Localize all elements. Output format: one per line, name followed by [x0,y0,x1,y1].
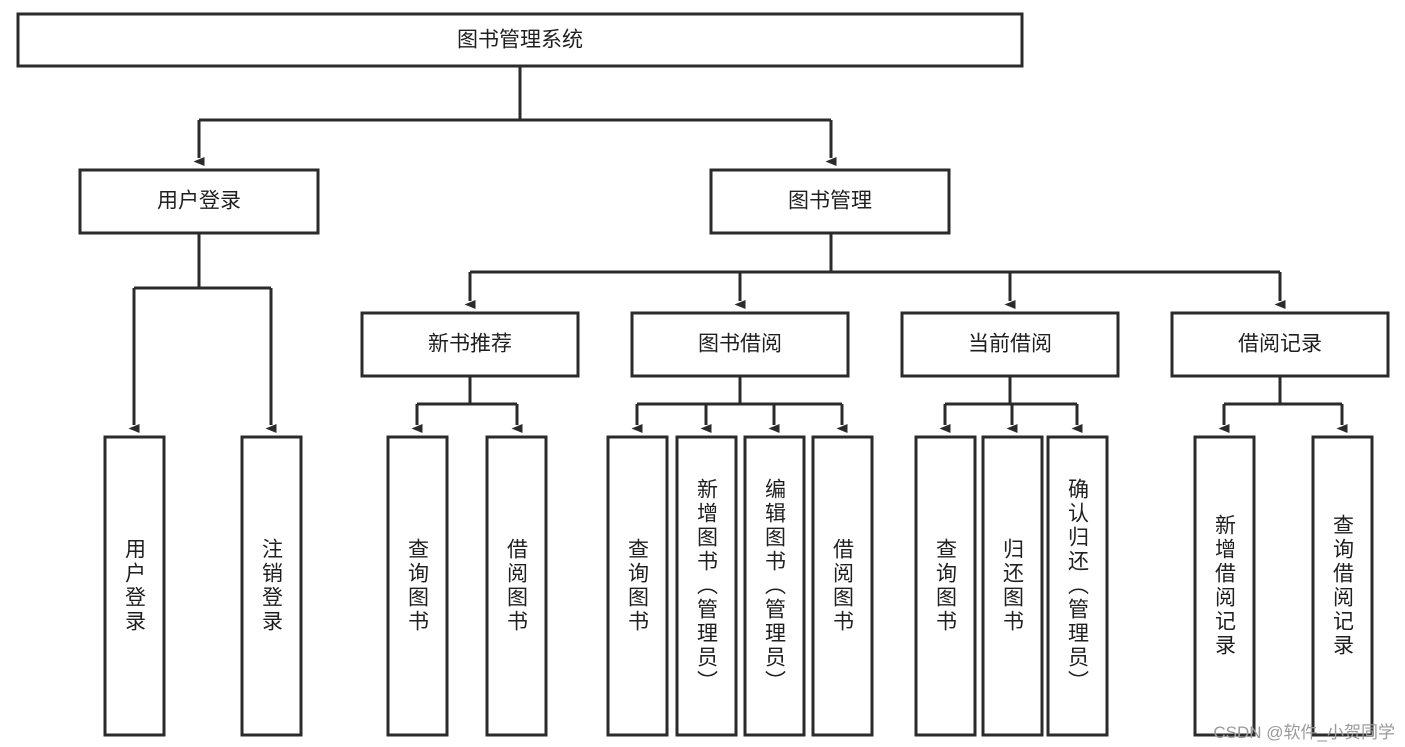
node-leaf-query-book-3-box [914,435,977,737]
node-leaf-query-book-2-label: 查询图书 [626,538,650,634]
node-leaf-borrow-book-1-label: 借阅图书 [505,538,529,634]
node-leaf-borrow-book-1[interactable]: 借阅图书 [485,435,548,737]
node-leaf-return-book-box [981,435,1044,737]
node-leaf-borrow-book-2[interactable]: 借阅图书 [811,435,874,737]
node-leaf-user-logout-box [240,435,303,737]
node-leaf-query-book-2[interactable]: 查询图书 [606,435,669,737]
node-leaf-query-book-1[interactable]: 查询图书 [386,435,449,737]
node-leaf-user-login-box [103,435,166,737]
node-borrow-record-box [1170,311,1390,378]
node-leaf-query-book-2-box [606,435,669,737]
node-leaf-return-book[interactable]: 归还图书 [981,435,1044,737]
node-new-book-recommend-box [360,311,580,378]
node-leaf-query-book-1-box [386,435,449,737]
node-new-book-recommend[interactable]: 新书推荐 [360,311,580,378]
node-leaf-user-login-label: 用户登录 [123,538,147,634]
node-leaf-return-book-label: 归还图书 [1001,538,1025,634]
node-leaf-add-book[interactable]: 新增图书（管理员） [675,435,738,737]
node-leaf-borrow-book-2-label: 借阅图书 [831,538,855,634]
node-leaf-query-borrow-record-box [1311,435,1374,737]
node-current-borrow-label: 当前借阅 [968,333,1052,356]
node-borrow-record[interactable]: 借阅记录 [1170,311,1390,378]
node-leaf-confirm-return-box [1046,435,1109,737]
node-current-borrow[interactable]: 当前借阅 [900,311,1120,378]
node-root-label: 图书管理系统 [457,29,583,52]
node-leaf-add-borrow-record-label: 新增借阅记录 [1213,514,1237,658]
node-book-borrow-box [630,311,850,378]
node-user-login-label: 用户登录 [157,190,241,213]
node-leaf-edit-book-box [743,435,806,737]
node-user-login[interactable]: 用户登录 [78,168,320,235]
node-leaf-edit-book[interactable]: 编辑图书（管理员） [743,435,806,737]
csdn-watermark: CSDN @软件_小贺同学 [1213,723,1395,742]
node-leaf-query-book-3-label: 查询图书 [934,538,958,634]
node-leaf-confirm-return-label: 确认归还（管理员） [1066,478,1090,694]
node-book-borrow-label: 图书借阅 [698,333,782,356]
node-leaf-borrow-book-1-box [485,435,548,737]
node-leaf-user-login[interactable]: 用户登录 [103,435,166,737]
node-new-book-recommend-label: 新书推荐 [428,333,512,356]
node-leaf-add-borrow-record[interactable]: 新增借阅记录 [1193,435,1256,737]
node-leaf-add-book-box [675,435,738,737]
node-leaf-user-logout[interactable]: 注销登录 [240,435,303,737]
node-leaf-query-borrow-record-label: 查询借阅记录 [1331,514,1355,658]
node-book-manage-box [709,168,951,235]
node-book-manage-label: 图书管理 [788,190,872,213]
node-leaf-confirm-return[interactable]: 确认归还（管理员） [1046,435,1109,737]
node-leaf-edit-book-label: 编辑图书（管理员） [763,478,787,694]
node-root[interactable]: 图书管理系统 [16,12,1024,68]
node-book-borrow[interactable]: 图书借阅 [630,311,850,378]
node-root-box [16,12,1024,68]
edges-group [128,66,1348,433]
node-user-login-box [78,168,320,235]
node-leaf-borrow-book-2-box [811,435,874,737]
node-leaf-add-borrow-record-box [1193,435,1256,737]
node-book-manage[interactable]: 图书管理 [709,168,951,235]
node-leaf-add-book-label: 新增图书（管理员） [695,478,719,694]
node-current-borrow-box [900,311,1120,378]
node-borrow-record-label: 借阅记录 [1238,333,1322,356]
node-leaf-query-book-3[interactable]: 查询图书 [914,435,977,737]
node-leaf-user-logout-label: 注销登录 [260,538,284,634]
node-leaf-query-book-1-label: 查询图书 [406,538,430,634]
node-leaf-query-borrow-record[interactable]: 查询借阅记录 [1311,435,1374,737]
